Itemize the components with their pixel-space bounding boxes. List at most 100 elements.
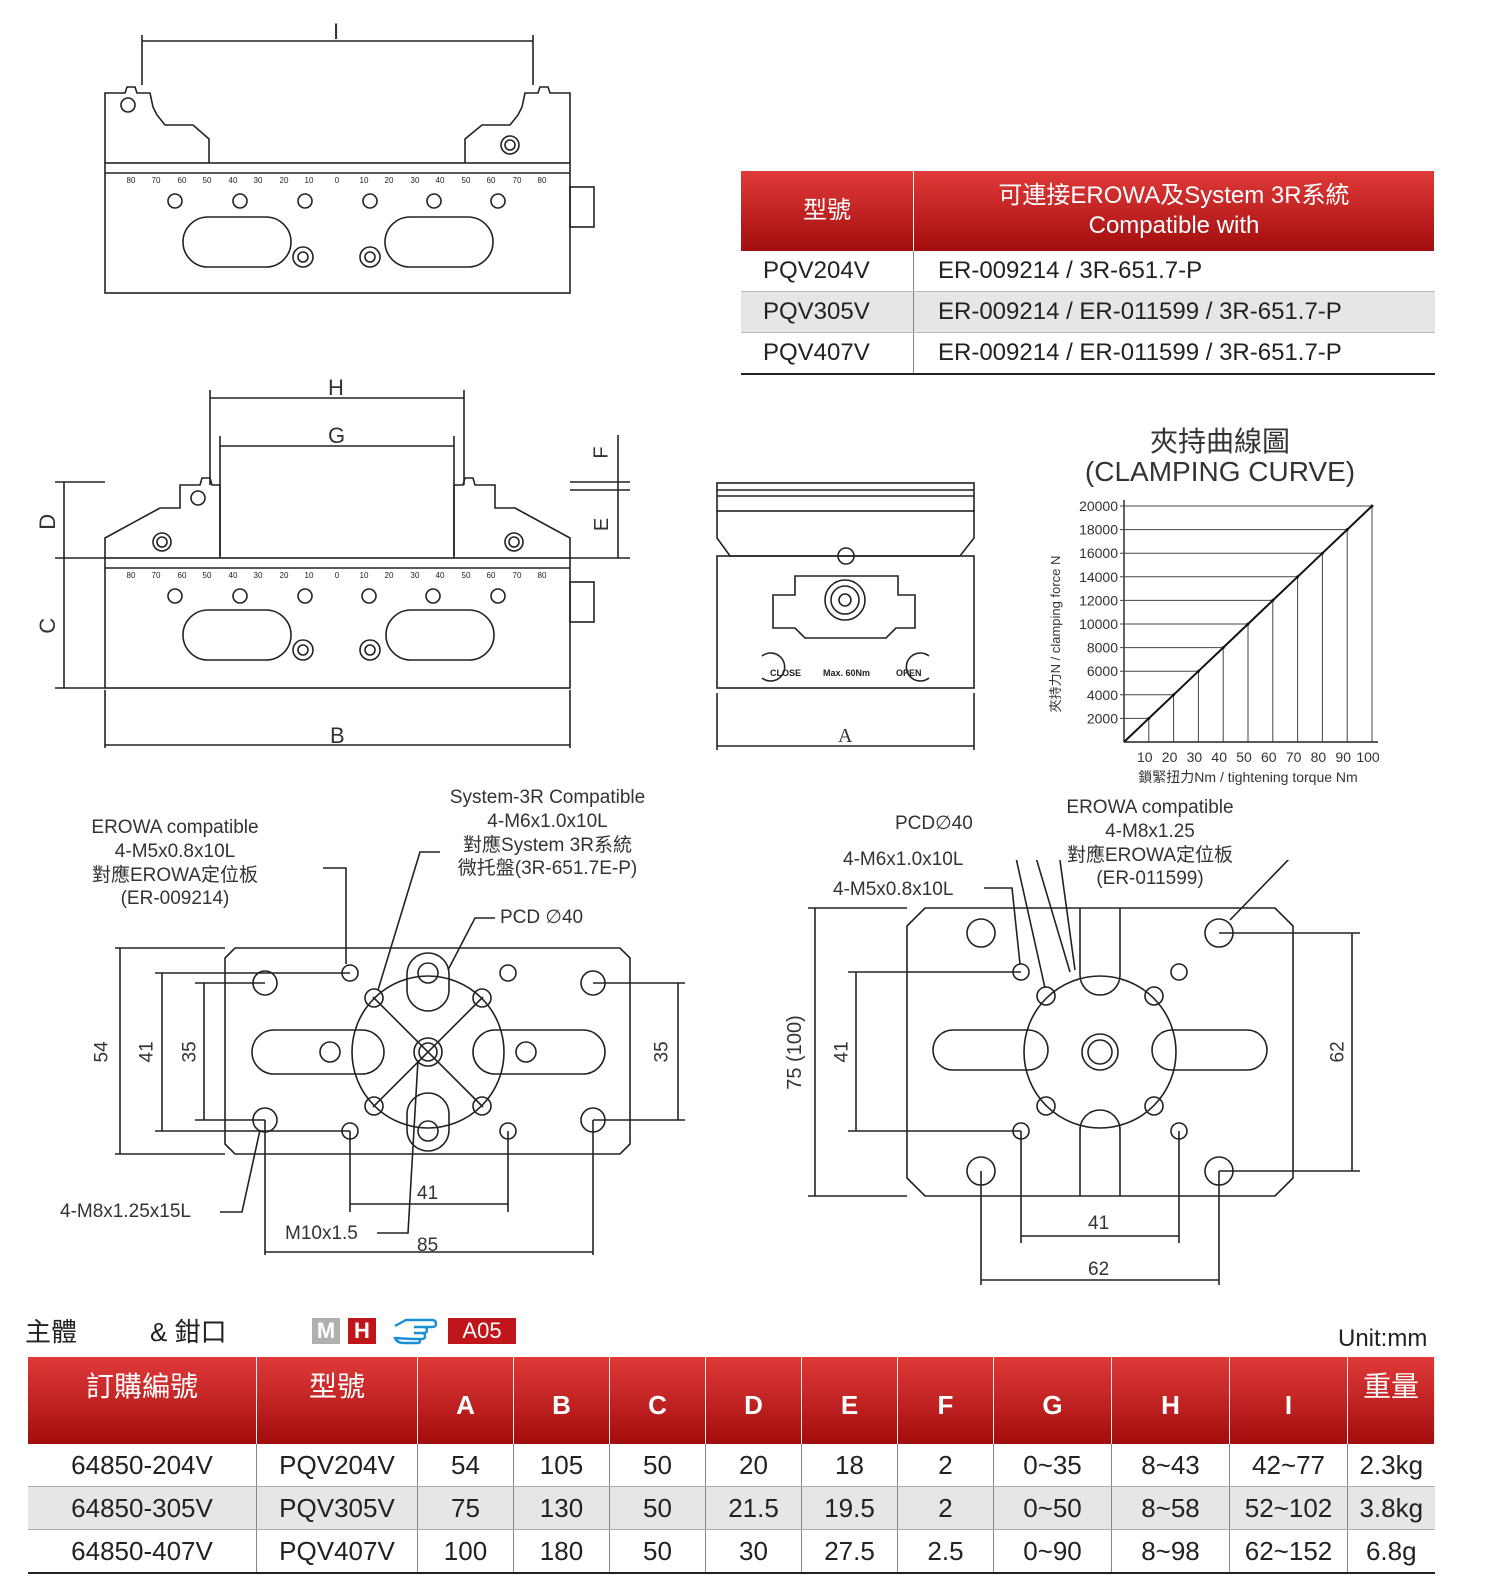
y-tick-label: 16000: [1079, 545, 1118, 561]
dim-62-vert-right: 62: [1327, 1041, 1349, 1063]
dim-54-label: 54: [91, 1041, 113, 1063]
dim-62-bottom-right: 62: [1088, 1259, 1110, 1280]
chart-subtitle: (CLAMPING CURVE): [1084, 456, 1356, 487]
table-cell: 3.8kg: [1347, 1486, 1435, 1530]
x-tick-label: 90: [1335, 749, 1351, 765]
unit-label: Unit:mm: [1338, 1325, 1428, 1352]
erowa-note-line: (ER-011599): [1096, 868, 1204, 890]
table-cell: 0~50: [993, 1486, 1112, 1530]
sys3r-note-line: 微托盤(3R-651.7E-P): [457, 858, 638, 880]
y-tick-label: 12000: [1079, 592, 1118, 608]
chart-title: 夾持曲線圖: [1149, 426, 1290, 457]
table-cell: 64850-204V: [28, 1444, 257, 1487]
svg-text:20: 20: [385, 176, 394, 185]
dim-e-label: E: [591, 517, 614, 532]
svg-text:30: 30: [411, 571, 420, 580]
spec-header: G: [993, 1357, 1112, 1444]
dim-b-label: B: [330, 723, 345, 748]
spec-header: 重量: [1347, 1357, 1435, 1444]
table-cell: PQV407V: [256, 1529, 418, 1574]
svg-text:20: 20: [280, 571, 289, 580]
y-tick-label: 20000: [1079, 498, 1118, 514]
svg-text:30: 30: [411, 176, 420, 185]
clamping-curve-chart: 2000400060008000100001200014000160001800…: [1048, 498, 1380, 785]
y-tick-label: 4000: [1087, 687, 1118, 703]
table-row: PQV407V ER-009214 / ER-011599 / 3R-651.7…: [741, 332, 1435, 375]
table-cell: 30: [705, 1529, 802, 1574]
pointing-hand-icon: [393, 1318, 438, 1345]
svg-text:60: 60: [487, 571, 496, 580]
svg-text:10: 10: [305, 176, 314, 185]
svg-text:80: 80: [538, 571, 547, 580]
table-cell: 0~90: [993, 1529, 1112, 1574]
svg-text:60: 60: [178, 176, 187, 185]
svg-text:30: 30: [254, 176, 263, 185]
x-axis-label: 鎖緊扭力Nm / tightening torque Nm: [1138, 769, 1357, 785]
table-cell: 100: [417, 1529, 514, 1574]
svg-text:70: 70: [513, 571, 522, 580]
m5-label: 4-M5x0.8x10L: [833, 879, 954, 900]
dim-f-label: F: [590, 446, 613, 459]
dim-85-label: 85: [417, 1235, 439, 1256]
pcd-label-left: PCD ∅40: [500, 907, 584, 928]
table-cell: 54: [417, 1444, 514, 1487]
table-cell: 21.5: [705, 1486, 802, 1530]
table-cell: 105: [513, 1444, 610, 1487]
sys3r-note-line: 4-M6x1.0x10L: [487, 810, 608, 832]
table-cell: 27.5: [801, 1529, 898, 1574]
erowa-note-line: 4-M5x0.8x10L: [114, 840, 236, 862]
y-tick-label: 10000: [1079, 616, 1118, 632]
spec-header: A: [417, 1357, 514, 1444]
sys3r-note-line: 對應System 3R系統: [463, 834, 632, 856]
dim-41-vert-left: 41: [136, 1041, 158, 1063]
spec-header: C: [609, 1357, 706, 1444]
compat-model: PQV305V: [741, 291, 914, 333]
m8-label: 4-M8x1.25x15L: [60, 1201, 191, 1222]
svg-text:0: 0: [335, 176, 340, 185]
dim-75-label: 75 (100): [783, 1015, 806, 1090]
table-cell: 6.8g: [1347, 1529, 1435, 1574]
svg-text:50: 50: [203, 571, 212, 580]
table-cell: 64850-305V: [28, 1486, 257, 1530]
table-cell: 42~77: [1229, 1444, 1348, 1487]
table-cell: 18: [801, 1444, 898, 1487]
spec-header: D: [705, 1357, 802, 1444]
y-tick-label: 2000: [1087, 710, 1118, 726]
table-cell: 2.5: [897, 1529, 994, 1574]
erowa-note-line: EROWA compatible: [1066, 797, 1234, 818]
x-tick-label: 50: [1236, 749, 1252, 765]
svg-text:10: 10: [360, 571, 369, 580]
svg-text:40: 40: [436, 571, 445, 580]
svg-text:40: 40: [229, 176, 238, 185]
erowa-note-left: EROWA compatible 4-M5x0.8x10L 對應EROWA定位板…: [70, 816, 280, 911]
svg-text:20: 20: [280, 176, 289, 185]
table-cell: 19.5: [801, 1486, 898, 1530]
spec-header: H: [1111, 1357, 1230, 1444]
compat-value: ER-009214 / ER-011599 / 3R-651.7-P: [913, 332, 1435, 375]
dim-g-label: G: [328, 423, 346, 448]
compat-table: 型號 可連接EROWA及System 3R系統 Compatible with …: [741, 171, 1435, 375]
table-row: PQV204V ER-009214 / 3R-651.7-P: [741, 251, 1435, 292]
compat-model: PQV407V: [741, 332, 914, 375]
spec-header: E: [801, 1357, 898, 1444]
compat-header-compat: 可連接EROWA及System 3R系統 Compatible with: [913, 171, 1435, 251]
dim-35-right: 35: [651, 1041, 673, 1063]
chip-h: H: [348, 1318, 376, 1344]
open-text: OPEN: [896, 668, 922, 678]
svg-text:10: 10: [360, 176, 369, 185]
y-tick-label: 6000: [1087, 663, 1118, 679]
table-cell: 62~152: [1229, 1529, 1348, 1574]
svg-text:40: 40: [229, 571, 238, 580]
svg-text:40: 40: [436, 176, 445, 185]
table-cell: 8~98: [1111, 1529, 1230, 1574]
table-cell: 0~35: [993, 1444, 1112, 1487]
table-row: PQV305V ER-009214 / ER-011599 / 3R-651.7…: [741, 291, 1435, 333]
pcd-label-right: PCD∅40: [895, 813, 973, 834]
table-cell: 130: [513, 1486, 610, 1530]
table-cell: 50: [609, 1444, 706, 1487]
x-tick-label: 60: [1261, 749, 1277, 765]
